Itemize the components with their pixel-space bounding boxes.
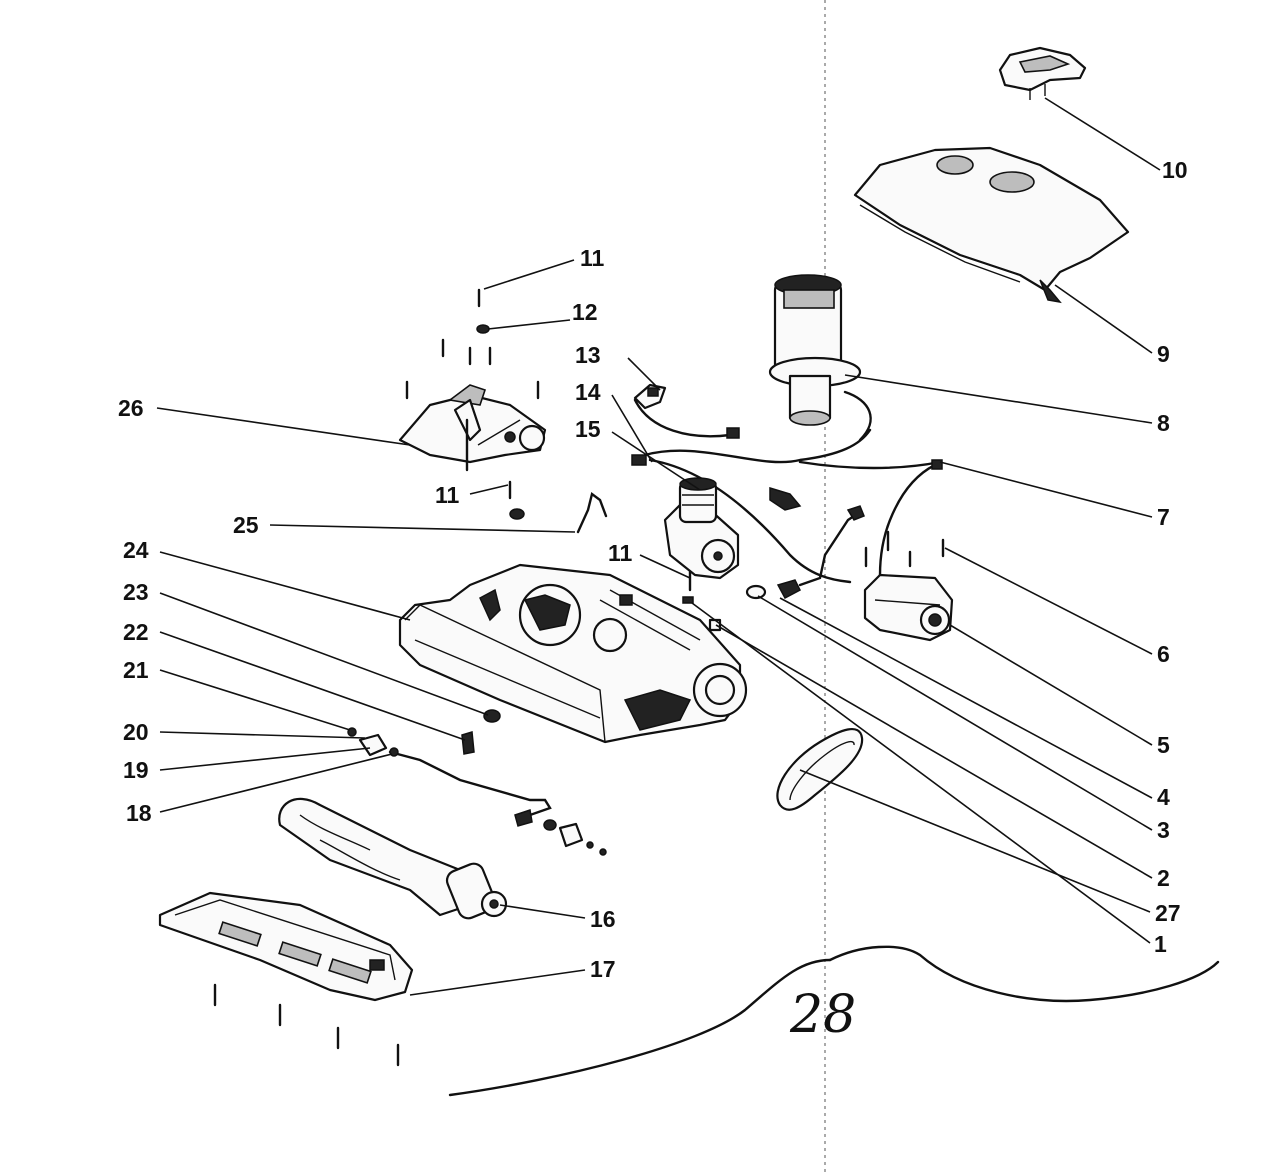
wiring-harness	[631, 398, 943, 584]
callout-21: 21	[123, 657, 149, 683]
callout-11-mid: 11	[435, 482, 460, 508]
part-26-handle-release	[398, 384, 547, 472]
part-27-belt	[776, 727, 864, 811]
callout-9: 9	[1157, 341, 1170, 367]
callout-5: 5	[1157, 732, 1170, 758]
callout-25: 25	[233, 512, 259, 538]
callout-11-low: 11	[608, 540, 633, 566]
callout-26: 26	[118, 395, 144, 421]
part-22-axle	[347, 709, 607, 856]
part-13-switch	[633, 383, 667, 410]
part-16-brushroll	[278, 797, 508, 920]
callout-18: 18	[126, 800, 152, 826]
callout-10: 10	[1162, 157, 1188, 183]
callout-19: 19	[123, 757, 149, 783]
callout-4: 4	[1157, 784, 1170, 810]
part-17-bottom-plate	[158, 891, 414, 1067]
part-8-motor	[768, 274, 872, 442]
part-9-top-cover	[853, 146, 1130, 304]
callout-20: 20	[123, 719, 149, 745]
part-25-clip	[576, 491, 608, 534]
callout-labels: 1 2 3 4 5 6 7 8 9 10 11 12 13 14 15 26 1…	[118, 157, 1188, 982]
callout-17: 17	[590, 956, 616, 982]
callout-12: 12	[572, 299, 598, 325]
callout-24: 24	[123, 537, 149, 563]
part-24-base-housing	[398, 563, 748, 744]
callout-15: 15	[575, 416, 601, 442]
callout-3: 3	[1157, 817, 1170, 843]
callout-27: 27	[1155, 900, 1181, 926]
callout-11-top: 11	[580, 245, 605, 271]
callout-7: 7	[1157, 504, 1170, 530]
part-5-drive-unit	[863, 530, 954, 642]
callout-14: 14	[575, 379, 601, 405]
part-10-handle-clip	[998, 46, 1087, 100]
screws-group-26	[405, 288, 540, 520]
leader-lines	[156, 97, 1161, 996]
callout-13: 13	[575, 342, 601, 368]
figure-number: 28	[789, 985, 856, 1045]
callout-2: 2	[1157, 865, 1170, 891]
callout-6: 6	[1157, 641, 1170, 667]
callout-8: 8	[1157, 410, 1170, 436]
callout-1: 1	[1154, 931, 1167, 957]
part-15-fitting	[663, 477, 740, 580]
callout-22: 22	[123, 619, 149, 645]
callout-16: 16	[590, 906, 616, 932]
part-28-power-cord	[448, 945, 1220, 1097]
callout-23: 23	[123, 579, 149, 605]
